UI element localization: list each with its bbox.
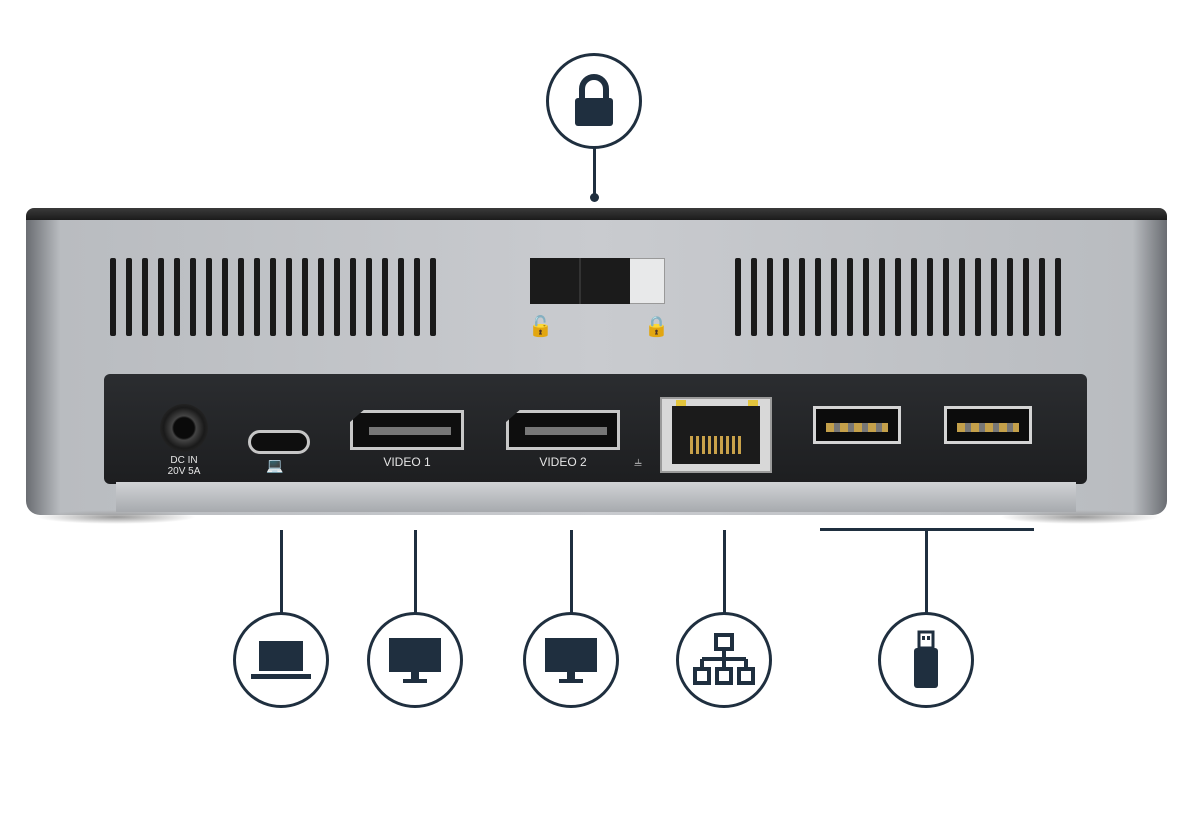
lock-icon (575, 74, 613, 126)
network-callout-line (723, 530, 726, 614)
vent-left (110, 258, 436, 336)
usb-a-port-1[interactable] (813, 406, 901, 444)
video2-displayport[interactable] (506, 410, 620, 450)
vent-right (735, 258, 1061, 336)
network-callout (676, 612, 772, 708)
network-mini-icon: ⫨ (634, 454, 642, 470)
lock-switch-knob[interactable] (530, 258, 630, 304)
video2-label: VIDEO 2 (539, 455, 587, 469)
ethernet-led-right (748, 400, 758, 406)
video1-callout-line (414, 530, 417, 614)
video1-displayport[interactable] (350, 410, 464, 450)
lock-callout-dot (590, 193, 599, 202)
usb-a-port-2[interactable] (944, 406, 1032, 444)
video2-callout (523, 612, 619, 708)
laptop-callout (233, 612, 329, 708)
laptop-mini-icon: 💻 (266, 458, 284, 474)
device-foot-right (1000, 510, 1160, 524)
usb-callout (878, 612, 974, 708)
dc-in-label: DC IN 20V 5A (167, 455, 201, 477)
ethernet-port-socket (672, 406, 760, 464)
video2-callout-line (570, 530, 573, 614)
lock-callout-line (593, 148, 596, 196)
monitor-icon (389, 638, 441, 683)
port-panel-lip (116, 482, 1076, 512)
usb-callout-line (925, 528, 928, 614)
video1-callout (367, 612, 463, 708)
ethernet-led-left (676, 400, 686, 406)
monitor-icon (545, 638, 597, 683)
network-icon (693, 633, 755, 685)
lock-callout (546, 53, 642, 149)
device-foot-left (36, 510, 196, 524)
unlocked-glyph-icon: 🔓 (528, 314, 553, 338)
laptop-icon (251, 641, 311, 679)
usb-drive-icon (914, 630, 938, 688)
usb-c-host-port[interactable] (248, 430, 310, 454)
dc-in-port[interactable] (160, 404, 208, 452)
laptop-callout-line (280, 530, 283, 614)
video1-label: VIDEO 1 (383, 455, 431, 469)
ethernet-port-pins (690, 436, 742, 454)
locked-glyph-icon: 🔒 (644, 314, 669, 338)
